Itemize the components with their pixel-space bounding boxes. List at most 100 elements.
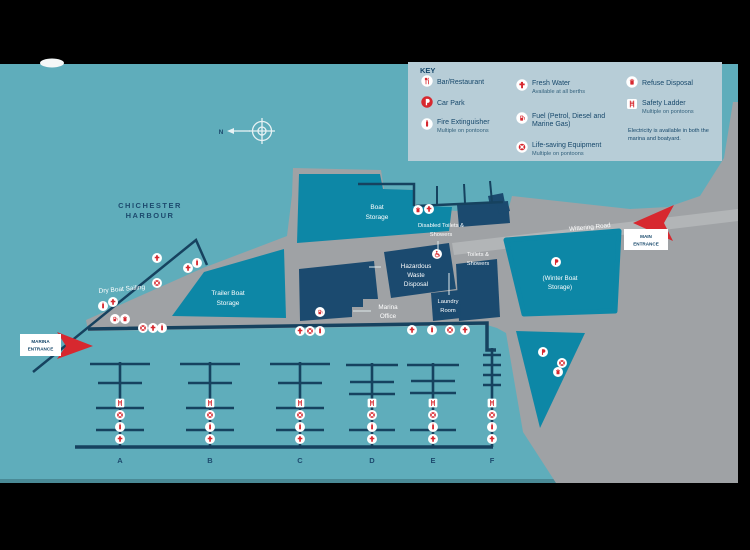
fresh-water-icon (108, 297, 118, 307)
fire-extinguisher-icon (157, 323, 167, 333)
boatyard-triangle-area (516, 331, 585, 428)
fresh-water-icon (516, 79, 528, 91)
hazardous-waste-label: Waste (407, 272, 425, 279)
life-saving-icon (137, 322, 149, 334)
wittering-road-label: Wittering Road (569, 222, 612, 233)
legend-label-car-park: Car Park (437, 100, 465, 107)
fresh-water-icon (460, 325, 470, 335)
hazardous-waste-label: Hazardous (401, 263, 431, 270)
fuel-icon (109, 313, 121, 325)
disabled-toilets-label: Disabled Toilets & (418, 223, 464, 229)
fresh-water-icon (295, 434, 305, 444)
right-letterbox-bar (738, 0, 750, 550)
refuse-icon (553, 367, 563, 377)
legend-sub-safety-ladder: Multiple on pontoons (642, 109, 694, 115)
fresh-water-icon (115, 434, 125, 444)
legend-label-fire-extinguisher: Fire Extinguisher (437, 119, 490, 126)
hazardous-waste-building (384, 243, 456, 298)
fresh-water-icon (205, 434, 215, 444)
legend-electricity-note: marina and boatyard. (628, 136, 681, 142)
fresh-water-icon (148, 323, 158, 333)
harbour-label: CHICHESTER (118, 201, 182, 210)
logo-fragment (40, 58, 64, 68)
compass-north-label: N (219, 129, 224, 136)
legend-sub-fresh-water: Available at all berths (532, 89, 585, 95)
legend-label-refuse: Refuse Disposal (642, 80, 693, 87)
main-entrance-label: ENTRANCE (633, 242, 659, 247)
pontoon-E (407, 363, 459, 447)
safety-ladder-icon (115, 398, 125, 408)
fuel-icon (314, 306, 326, 318)
legend-title: KEY (420, 66, 435, 75)
fresh-water-icon (183, 263, 193, 273)
safety-ladder-icon (295, 398, 305, 408)
life-saving-icon (151, 277, 163, 289)
bottom-letterbox-bar (0, 483, 750, 550)
marina-entrance-flag-icon (57, 332, 93, 359)
legend-label-life-saving: Life-saving Equipment (532, 142, 601, 149)
safety-ladder-icon (367, 398, 377, 408)
disabled-toilets-label: Showers (430, 232, 453, 238)
pontoon-layer (75, 348, 501, 449)
hazardous-waste-label: Disposal (404, 281, 428, 288)
pontoon-label-C: C (297, 456, 303, 465)
life-saving-icon (114, 409, 126, 421)
refuse-icon (120, 314, 130, 324)
winter-boat-storage-label: Storage) (548, 284, 572, 291)
fire-extinguisher-icon (315, 326, 325, 336)
fuel-icon (516, 112, 528, 124)
car-park-icon (421, 96, 433, 108)
fire-extinguisher-icon (115, 422, 125, 432)
laundry-room-label: Room (440, 308, 456, 314)
top-letterbox-bar (0, 0, 750, 64)
main-entrance: MAIN ENTRANCE (624, 205, 674, 250)
fresh-water-icon (424, 204, 434, 214)
marina-entrance-label: ENTRANCE (28, 347, 54, 352)
fire-extinguisher-icon (295, 422, 305, 432)
fire-extinguisher-icon (487, 422, 497, 432)
water-edge-shade (0, 479, 738, 483)
life-saving-icon (294, 409, 306, 421)
life-saving-icon (444, 324, 456, 336)
fresh-water-icon (487, 434, 497, 444)
marina-entrance: MARINA ENTRANCE (20, 332, 93, 359)
pointer-lines (353, 241, 450, 312)
life-saving-icon (427, 409, 439, 421)
fire-extinguisher-icon (428, 422, 438, 432)
safety-ladder-icon (428, 398, 438, 408)
life-saving-icon (204, 409, 216, 421)
legend-sub-life-saving: Multiple on pontoons (532, 151, 584, 157)
waterside-structure-2 (497, 203, 510, 214)
pontoon-label-E: E (430, 456, 435, 465)
life-saving-icon (366, 409, 378, 421)
fresh-water-icon (428, 434, 438, 444)
marina-office-label: Marina (378, 304, 398, 311)
laundry-room-label: Laundry (438, 299, 459, 305)
fire-extinguisher-icon (367, 422, 377, 432)
life-saving-icon (516, 141, 528, 153)
safety-ladder-icon (487, 398, 497, 408)
trailer-boat-storage-label: Storage (217, 300, 240, 307)
legend-label-bar-restaurant: Bar/Restaurant (437, 79, 484, 86)
main-entrance-box (624, 229, 668, 250)
harbour-label: HARBOUR (126, 211, 175, 220)
boat-storage-label: Boat (370, 204, 384, 211)
legend-label-safety-ladder: Safety Ladder (642, 100, 686, 107)
pontoon-label-B: B (207, 456, 213, 465)
car-park-icon (551, 257, 561, 267)
dry-boat-sailing-label: Dry Boat Sailing (98, 284, 145, 295)
fire-extinguisher-icon (421, 118, 433, 130)
safety-ladder-icon (626, 98, 638, 110)
life-saving-icon (304, 325, 316, 337)
trailer-boat-storage-area (172, 249, 286, 318)
laundry-building (431, 290, 461, 321)
safety-ladder-icon (205, 398, 215, 408)
disabled-access-icon (431, 248, 443, 260)
marina-entrance-label: MARINA (31, 339, 50, 344)
pontoon-label-A: A (117, 456, 123, 465)
fire-extinguisher-icon (98, 301, 108, 311)
legend-panel: KEY Bar/Restaurant Car Park Fire Extingu… (408, 62, 722, 161)
fresh-water-icon (367, 434, 377, 444)
